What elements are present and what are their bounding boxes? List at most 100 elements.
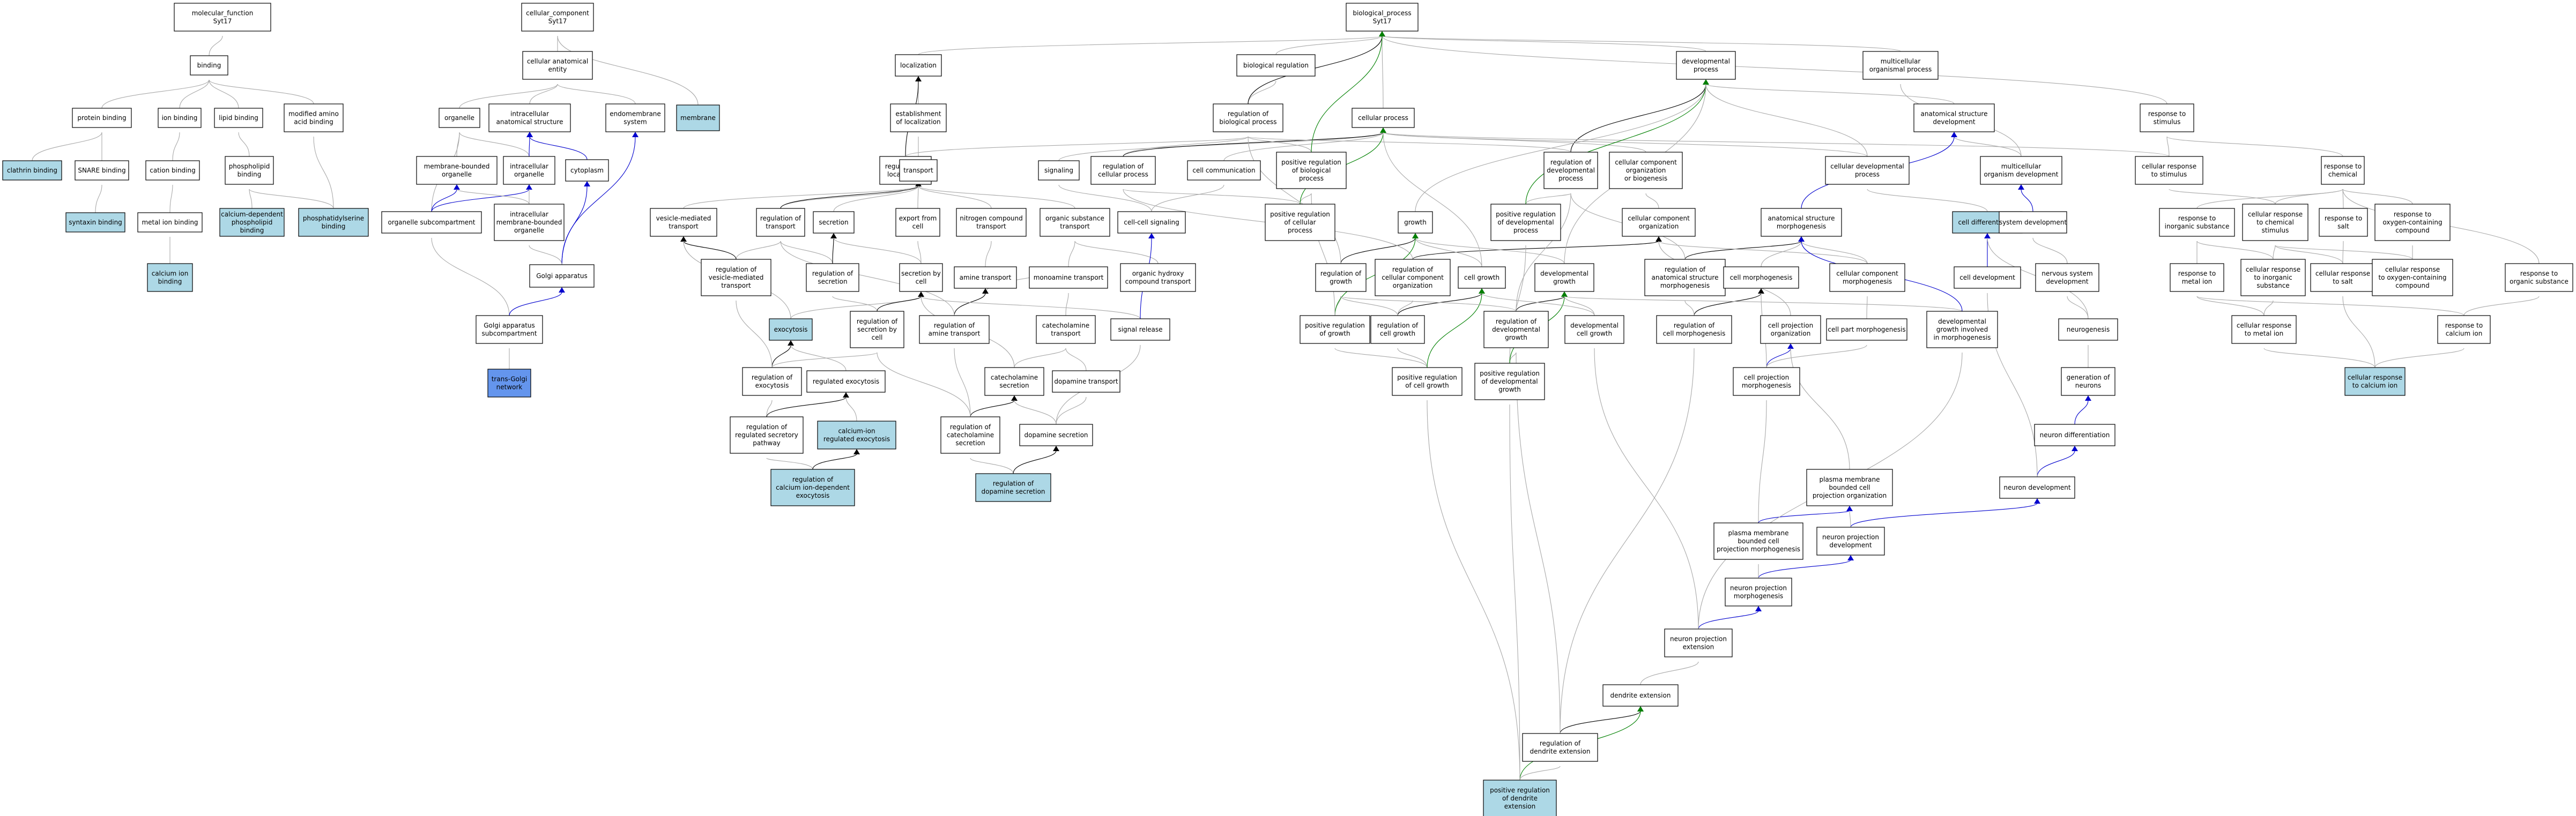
term-node-signal-release[interactable]: signal release — [1110, 318, 1170, 341]
term-node-neuron-development[interactable]: neuron development — [1999, 476, 2075, 499]
term-node-cell-cell-signaling[interactable]: cell-cell signaling — [1117, 211, 1186, 234]
term-node-growth[interactable]: growth — [1398, 211, 1433, 234]
term-node-cell-development[interactable]: cell development — [1954, 266, 2021, 289]
term-node-dendrite-extension[interactable]: dendrite extension — [1602, 684, 1679, 707]
term-node-syntaxin-binding[interactable]: syntaxin binding — [65, 212, 125, 233]
term-node-neurogenesis[interactable]: neurogenesis — [2058, 318, 2118, 341]
term-node-exocytosis[interactable]: exocytosis — [769, 318, 813, 341]
term-node-organelle[interactable]: organelle — [439, 108, 480, 128]
term-node-snare-binding[interactable]: SNARE binding — [75, 160, 129, 181]
term-node-clathrin-binding[interactable]: clathrin binding — [2, 160, 62, 181]
term-node-cell-part-morph[interactable]: cell part morphogenesis — [1826, 318, 1907, 341]
term-node-neuron-differentiation[interactable]: neuron differentiation — [2034, 424, 2115, 446]
term-node-ion-binding[interactable]: ion binding — [158, 108, 202, 128]
term-node-signaling[interactable]: signaling — [1038, 160, 1080, 181]
term-node-cell-growth[interactable]: cell growth — [1458, 266, 1506, 289]
term-node-dopamine-secretion[interactable]: dopamine secretion — [1019, 424, 1093, 446]
term-node-binding[interactable]: binding — [190, 55, 228, 76]
term-node-localization[interactable]: localization — [895, 54, 942, 77]
term-node-cell-communication[interactable]: cell communication — [1187, 160, 1261, 181]
term-node-system-development[interactable]: system development — [1999, 211, 2067, 234]
term-node-lipid-binding[interactable]: lipid binding — [214, 108, 263, 128]
term-node-metal-ion-binding[interactable]: metal ion binding — [137, 212, 203, 233]
term-node-regulated-exocytosis[interactable]: regulated exocytosis — [806, 370, 886, 393]
term-node-cell-morphogenesis[interactable]: cell morphogenesis — [1723, 266, 1799, 289]
term-node-cytoplasm[interactable]: cytoplasm — [565, 159, 609, 182]
term-node-biological-regulation[interactable]: biological regulation — [1236, 54, 1316, 77]
term-node-golgi-apparatus[interactable]: Golgi apparatus — [529, 264, 595, 288]
term-node-amine-transport[interactable]: amine transport — [954, 266, 1017, 289]
